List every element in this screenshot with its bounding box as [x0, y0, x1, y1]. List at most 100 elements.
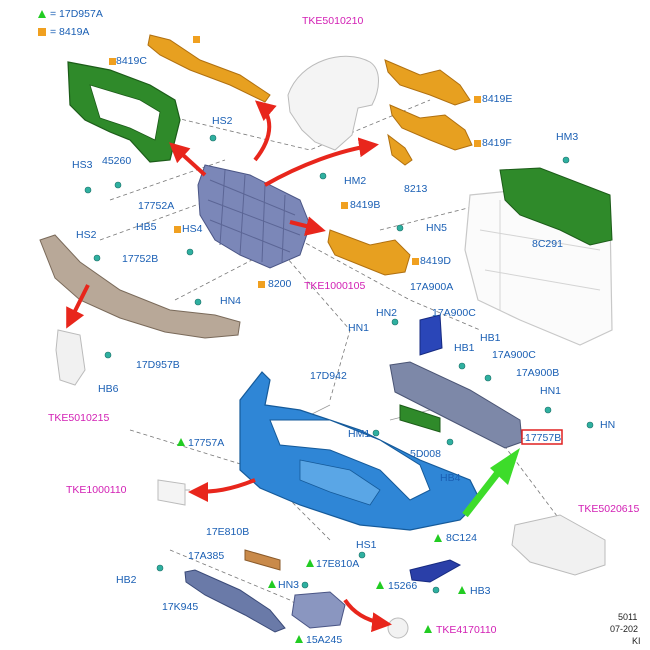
label-HS2-upper: HS2	[212, 115, 233, 127]
orange-square-markers	[109, 36, 481, 288]
green-triangle-icon	[295, 635, 303, 643]
label-HN3: HN3	[278, 579, 299, 591]
label-17A900A: 17A900A	[410, 281, 453, 293]
green-arrowhead	[490, 448, 520, 485]
green-triangle-icon	[268, 580, 276, 588]
label-17A900C-a: 17A900C	[432, 307, 476, 319]
deflector-8C124-part	[409, 559, 462, 583]
label-8419F: 8419F	[482, 137, 512, 149]
label-HB1-a: HB1	[480, 332, 501, 344]
label-HN5: HN5	[426, 222, 447, 234]
grille-8200-part	[197, 164, 311, 269]
label-17757B: 17757B	[525, 432, 561, 444]
corner-code-line1: 5011	[618, 612, 637, 622]
fasteners	[84, 134, 594, 594]
radiator-support-frame	[479, 200, 601, 310]
label-HB4: HB4	[440, 472, 461, 484]
label-17E810B: 17E810B	[206, 526, 249, 538]
plate-TKE1000110-part	[157, 479, 186, 506]
label-HN1-right: HN1	[540, 385, 561, 397]
lower-shield-TKE5020615-part	[511, 514, 606, 576]
label-TKE1000105: TKE1000105	[304, 280, 365, 292]
label-17752B: 17752B	[122, 253, 158, 265]
radiator-shield-part	[499, 167, 613, 246]
label-TKE4170110: TKE4170110	[436, 624, 497, 636]
label-HS1: HS1	[356, 539, 377, 551]
label-HB1-b: HB1	[454, 342, 475, 354]
label-TKE1000110: TKE1000110	[66, 484, 127, 496]
label-45260: 45260	[102, 155, 131, 167]
label-17D957B: 17D957B	[136, 359, 180, 371]
orange-square-icon	[38, 28, 46, 37]
label-17A900C-b: 17A900C	[492, 349, 536, 361]
label-HN4: HN4	[220, 295, 241, 307]
label-HN-edge: HN	[600, 419, 615, 431]
label-HS4: HS4	[182, 223, 203, 235]
trim-8419D-part	[327, 229, 411, 276]
air-deflector-17D957B-part	[39, 234, 241, 339]
label-17757A: 17757A	[188, 437, 224, 449]
label-15A245: 15A245	[306, 634, 342, 646]
green-triangle-icon	[434, 534, 442, 542]
label-8C291: 8C291	[532, 238, 563, 250]
green-triangle-icon	[458, 586, 466, 594]
label-HN1-left: HN1	[348, 322, 369, 334]
label-HB2: HB2	[116, 574, 137, 586]
label-8C124: 8C124	[446, 532, 477, 544]
label-HN2: HN2	[376, 307, 397, 319]
label-8419E: 8419E	[482, 93, 512, 105]
label-HB3: HB3	[470, 585, 491, 597]
bracket-17A385-part	[244, 549, 281, 571]
corner-code-line3: KI	[632, 636, 641, 646]
red-arrows	[66, 100, 392, 633]
label-8200: 8200	[268, 278, 292, 290]
label-HS2-lower: HS2	[76, 229, 97, 241]
trim-8419A-part	[147, 34, 271, 103]
bracket-5D008-part	[399, 404, 441, 433]
highlight-box	[521, 429, 563, 445]
label-17K945: 17K945	[162, 601, 198, 613]
green-triangle-icon	[424, 625, 432, 633]
label-17E810A: 17E810A	[316, 558, 359, 570]
label-TKE5020615: TKE5020615	[578, 503, 639, 515]
green-triangle-icon	[177, 438, 185, 446]
label-17D942: 17D942	[310, 370, 347, 382]
label-HS3: HS3	[72, 159, 93, 171]
label-17A900B: 17A900B	[516, 367, 559, 379]
label-15266: 15266	[388, 580, 417, 592]
green-arrow	[462, 467, 503, 518]
label-8419B: 8419B	[350, 199, 380, 211]
label-TKE5010210: TKE5010210	[302, 15, 363, 27]
green-triangle-icon	[38, 10, 46, 19]
trim-8213-part	[387, 133, 413, 166]
legend-item-square: = 8419A	[38, 26, 89, 38]
label-TKE5010215: TKE5010215	[48, 412, 109, 424]
legend-text: = 17D957A	[50, 8, 103, 20]
trim-8419E-part	[384, 59, 471, 106]
corner-code-line2: 07-202	[610, 624, 638, 634]
label-HM2: HM2	[344, 175, 366, 187]
label-8419D: 8419D	[420, 255, 451, 267]
reinforcement-17757B-part	[389, 361, 523, 449]
label-HM3: HM3	[556, 131, 578, 143]
fender-liner-part	[287, 55, 379, 151]
label-8419C: 8419C	[116, 55, 147, 67]
bracket-17A900A-part	[419, 314, 443, 356]
label-HB6: HB6	[98, 383, 119, 395]
green-triangle-icon	[376, 581, 384, 589]
skid-plate-17K945-part	[184, 569, 286, 633]
green-triangle-icon	[306, 559, 314, 567]
label-17752A: 17752A	[138, 200, 174, 212]
label-HB5: HB5	[136, 221, 157, 233]
trim-8419F-part	[389, 104, 473, 151]
label-17A385: 17A385	[188, 550, 224, 562]
label-HM1: HM1	[348, 428, 370, 440]
upper-grille-opening	[89, 84, 161, 141]
label-5D008: 5D008	[410, 448, 441, 460]
legend-item-triangle: = 17D957A	[38, 8, 103, 20]
bumper-17757A-part	[239, 371, 481, 531]
bracket-TKE5010215-part	[55, 329, 86, 386]
grille-mesh	[207, 169, 301, 263]
legend-text: = 8419A	[50, 26, 90, 38]
